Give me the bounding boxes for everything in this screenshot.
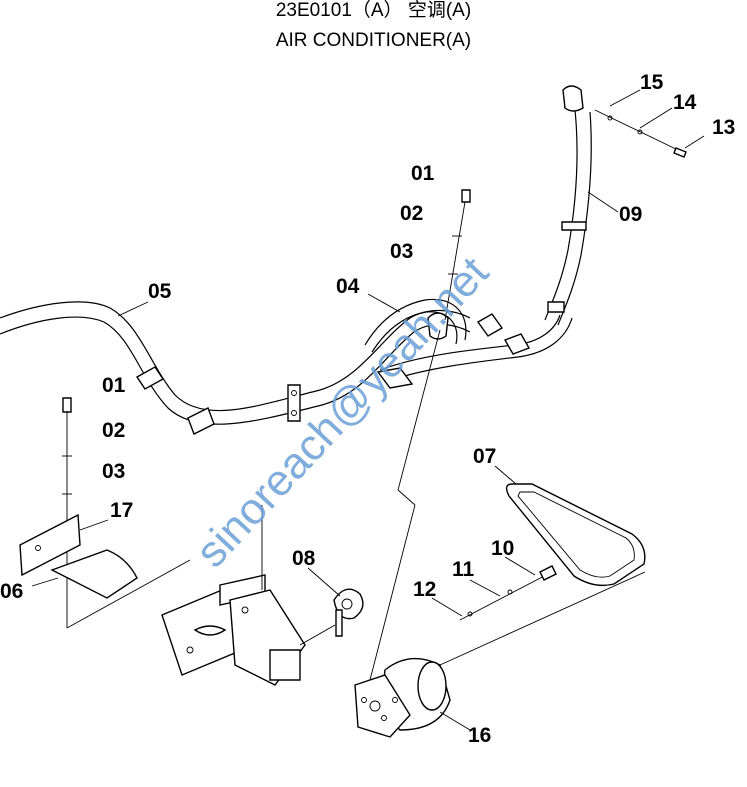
diagram-name-title: AIR CONDITIONER(A)	[275, 30, 472, 51]
hose-05	[0, 301, 471, 425]
hose-clamps	[135, 366, 301, 435]
callout-15: 15	[640, 71, 664, 94]
hose-09	[544, 85, 592, 326]
bolt-stack-upper	[444, 189, 471, 321]
callout-01-top: 01	[411, 162, 435, 185]
callout-08: 08	[292, 547, 316, 570]
callout-03-top: 03	[390, 240, 413, 263]
callout-13: 13	[712, 116, 735, 139]
leader-lines	[31, 89, 705, 731]
callout-14: 14	[673, 91, 697, 114]
bolt-stack-left	[62, 397, 72, 628]
diagram-code-title: 23E0101（A） 空调(A)	[275, 0, 472, 21]
callout-04: 04	[336, 275, 360, 298]
callout-10: 10	[491, 537, 514, 560]
callout-05: 05	[148, 280, 172, 303]
plate-17	[19, 513, 81, 577]
bracket-06	[50, 549, 138, 599]
compressor-bracket	[161, 505, 336, 686]
callout-17: 17	[110, 499, 133, 522]
callout-02-left: 02	[102, 419, 125, 442]
belt-07	[505, 483, 646, 587]
callout-11: 11	[452, 558, 475, 581]
callout-12: 12	[413, 578, 436, 601]
bolt-stack-13-15	[594, 109, 687, 158]
callout-01-left: 01	[102, 374, 126, 397]
callout-06: 06	[0, 580, 23, 603]
callout-02-top: 02	[400, 202, 423, 225]
callout-07: 07	[473, 445, 496, 468]
callout-16: 16	[468, 724, 491, 747]
hose-04	[364, 298, 573, 389]
tensioner-08	[333, 588, 364, 637]
compressor-16	[354, 657, 451, 738]
bolt-stack-10-12	[459, 565, 557, 621]
callout-09: 09	[619, 203, 642, 226]
callout-03-left: 03	[102, 460, 125, 483]
